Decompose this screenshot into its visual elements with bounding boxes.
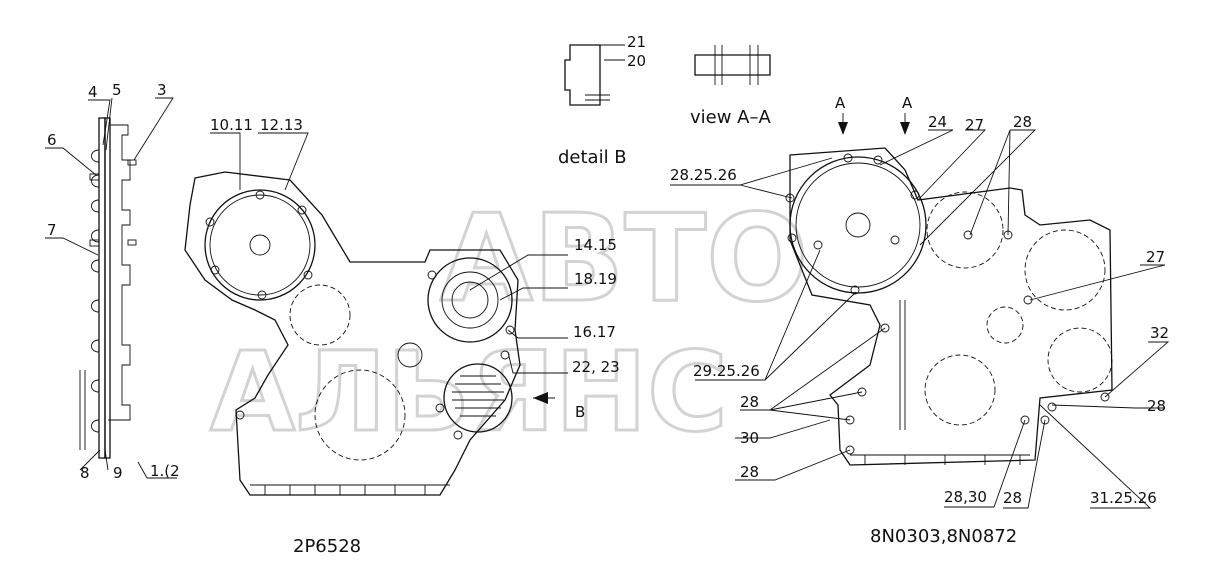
callout-21: 21: [627, 33, 646, 51]
callout-28-25-26: 28.25.26: [670, 166, 737, 184]
callout-27-top: 27: [965, 116, 984, 134]
callout-7: 7: [47, 221, 57, 239]
section-mark-a-left: A: [835, 94, 846, 112]
view-a-a-sketch: [694, 45, 771, 85]
callout-28-left: 28: [740, 393, 759, 411]
callout-24: 24: [928, 113, 947, 131]
section-mark-b: B: [575, 403, 585, 421]
callout-28-bottom: 28: [740, 463, 759, 481]
watermark-line-1: АВТО: [440, 190, 808, 329]
caption-left-assembly: 2P6528: [293, 536, 361, 557]
callout-12-13: 12.13: [260, 116, 303, 134]
callout-3: 3: [157, 81, 167, 99]
caption-detail-b: detail B: [558, 147, 627, 168]
caption-view-a-a: view A–A: [690, 107, 771, 128]
section-arrows: [838, 113, 910, 135]
section-mark-a-right: A: [902, 94, 913, 112]
callout-32: 32: [1150, 324, 1169, 342]
watermark: АВТО АЛЬЯНС: [209, 189, 810, 458]
callout-1-2: 1.(2: [150, 462, 180, 480]
captions: detail B view A–A 2P6528 8N0303,8N0872: [293, 107, 1017, 557]
callout-28-top: 28: [1013, 113, 1032, 131]
leaders-right: [670, 129, 1170, 509]
callout-18-19: 18.19: [574, 270, 617, 288]
callout-8: 8: [80, 464, 90, 482]
callout-14-15: 14.15: [574, 236, 617, 254]
bolt-heads-right: [785, 153, 1110, 455]
callout-10-11: 10.11: [210, 116, 253, 134]
callout-22-23: 22, 23: [572, 358, 620, 376]
front-cover-assembly-left: [184, 171, 521, 496]
callout-28-far-right: 28: [1147, 397, 1166, 415]
callout-labels: 4 5 3 6 7 8 9 1.(2 10.11 12.13 14.15 18.…: [47, 33, 1169, 507]
callout-6: 6: [47, 131, 57, 149]
leaders-left: [45, 97, 568, 479]
callout-27-right: 27: [1146, 248, 1165, 266]
callout-16-17: 16.17: [573, 323, 616, 341]
callout-29-25-26: 29.25.26: [693, 362, 760, 380]
front-cover-assembly-right: [785, 147, 1113, 466]
callout-31-25-26: 31.25.26: [1090, 489, 1157, 507]
callout-5: 5: [112, 81, 122, 99]
detail-b-sketch: [564, 44, 625, 106]
callout-30: 30: [740, 429, 759, 447]
callout-4: 4: [88, 83, 98, 101]
callout-28-30: 28,30: [944, 488, 987, 506]
caption-right-assembly: 8N0303,8N0872: [870, 526, 1017, 547]
callout-20: 20: [627, 52, 646, 70]
section-mark-labels: A A B: [575, 94, 913, 421]
callout-28-bottom-right: 28: [1003, 489, 1022, 507]
callout-9: 9: [113, 464, 123, 482]
